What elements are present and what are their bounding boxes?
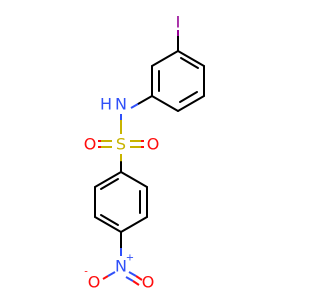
ring-bond (177, 95, 205, 112)
ring-bond (151, 50, 179, 67)
molecule-canvas: I N H S O O N + O - O (84, 13, 205, 292)
iodine-atom-label: I (176, 13, 181, 32)
molecule-structure: I N H S O O N + O - O (84, 13, 205, 292)
ring-bond (120, 216, 148, 233)
nitro-minus-charge: - (84, 267, 88, 278)
ring-bond (120, 171, 148, 188)
ring-bond (177, 50, 205, 67)
nitro-oxygen-double-bond-o (135, 275, 143, 281)
nitro-plus-charge: + (126, 253, 134, 264)
nitro-oxygen-double-bond-o2 (132, 280, 140, 286)
carbon-nitrogen-bond-colored (130, 103, 139, 109)
ring-inner-double-bond (100, 178, 119, 190)
ring-inner-double-bond (180, 57, 199, 69)
ring-bond (151, 95, 179, 112)
nitro-oxygen-left-label: O (88, 273, 101, 292)
nitro-oxygen-double-bond-n (128, 271, 137, 277)
nitro-oxygen-bond-left-o (102, 275, 109, 280)
nitro-nitrogen-label: N (115, 257, 127, 276)
sulfonyl-oxygen-left-label: O (84, 135, 97, 154)
nitro-oxygen-double-bond-n2 (125, 276, 134, 282)
ring-bond (94, 216, 122, 233)
amine-hydrogen-label: H (100, 95, 112, 114)
sulfonyl-oxygen-right-label: O (147, 135, 160, 154)
sulfur-atom-label: S (116, 135, 126, 154)
nitro-oxygen-bond-left-n (107, 271, 116, 277)
amine-nitrogen-label: N (115, 95, 127, 114)
ring-bond (94, 171, 122, 188)
carbon-nitrogen-bond (137, 95, 153, 105)
ring-inner-double-bond (179, 91, 198, 103)
nitro-oxygen-right-label: O (142, 273, 155, 292)
ring-inner-double-bond (100, 214, 119, 226)
